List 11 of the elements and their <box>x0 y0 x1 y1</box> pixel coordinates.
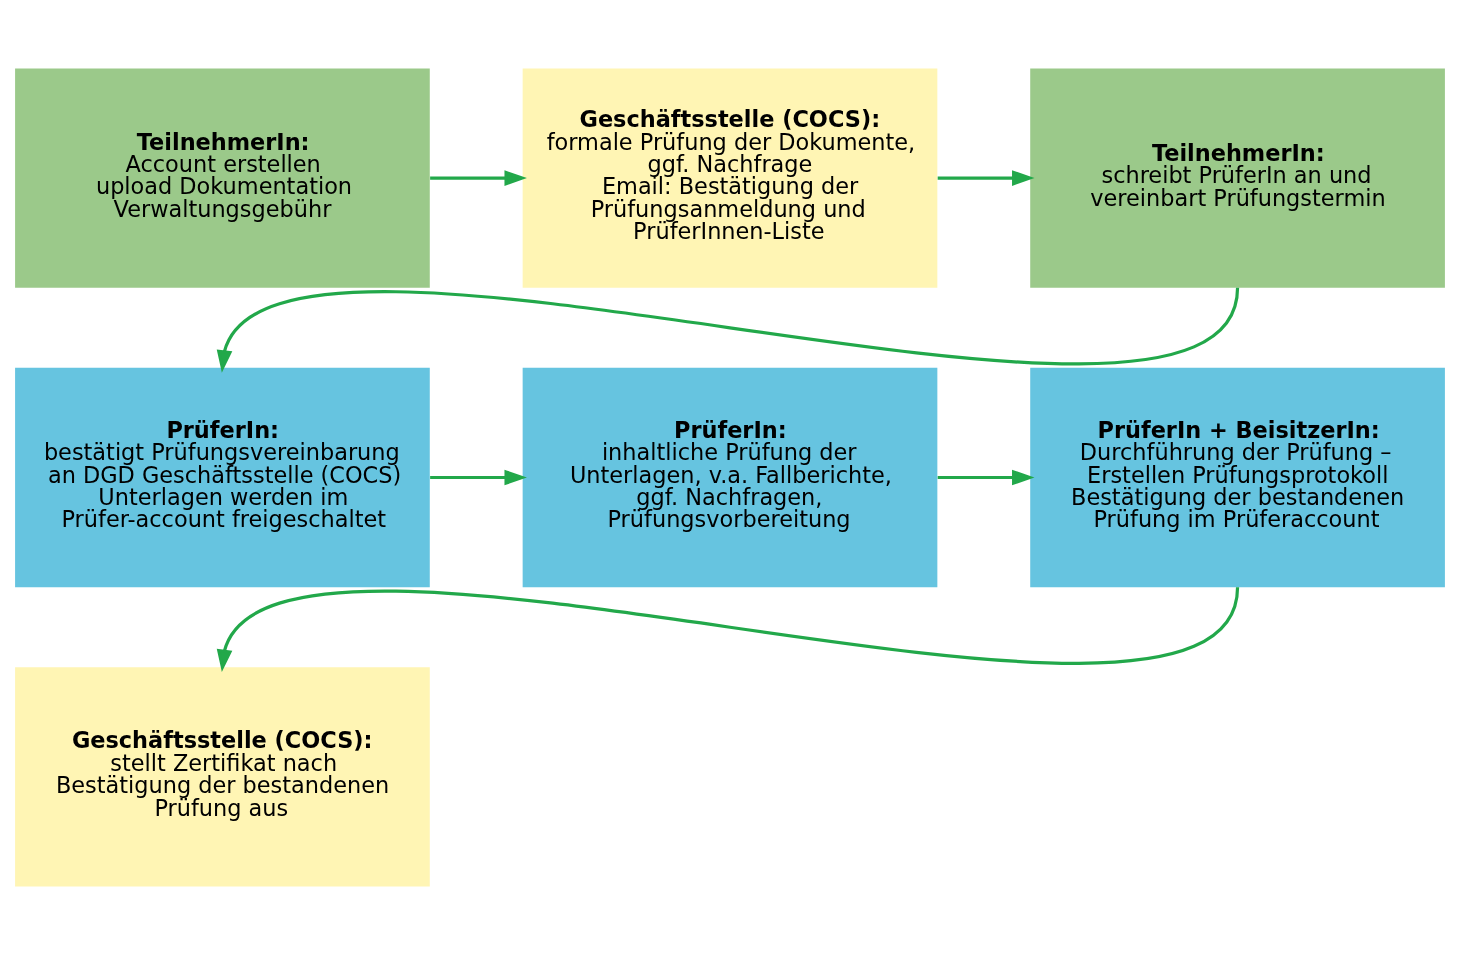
node-box: Geschäftsstelle (COCS): formale Prüfung der Dokumente, ggf. Nachfrage Email: Bestätigung der Prüfungsanmeldung und PrüferInnen-Liste <box>522 67 938 288</box>
node-box: PrüferIn: inhaltliche Prüfung der Unterlagen, v.a. Fallberichte, ggf. Nachfragen, Prüfungsvorbereitung <box>522 367 938 587</box>
node-box: PrüferIn: bestätigt Prüfungsvereinbarung an DGD Geschäftsstelle (COCS) Unterlagen werden im Prüfer-account freigeschaltet <box>15 367 430 587</box>
arrow <box>937 469 1035 485</box>
node-box: TeilnehmerIn: schreibt PrüferIn an und vereinbart Prüfungstermin <box>1030 67 1445 288</box>
node-box: PrüferIn + BeisitzerIn: Durchführung der Prüfung – Erstellen Prüfungsprotokoll Bestätigung der bestandenen Prüfung im Prüferaccount <box>1030 367 1445 587</box>
node-box: TeilnehmerIn: Account erstellen upload Dokumentation Verwaltungsgebühr <box>15 67 430 288</box>
arrow <box>430 469 527 485</box>
arrow <box>430 169 527 186</box>
node-box: Geschäftsstelle (COCS): stellt Zertifikat nach Bestätigung der bestandenen Prüfung aus <box>15 666 430 887</box>
arrow <box>937 169 1035 186</box>
